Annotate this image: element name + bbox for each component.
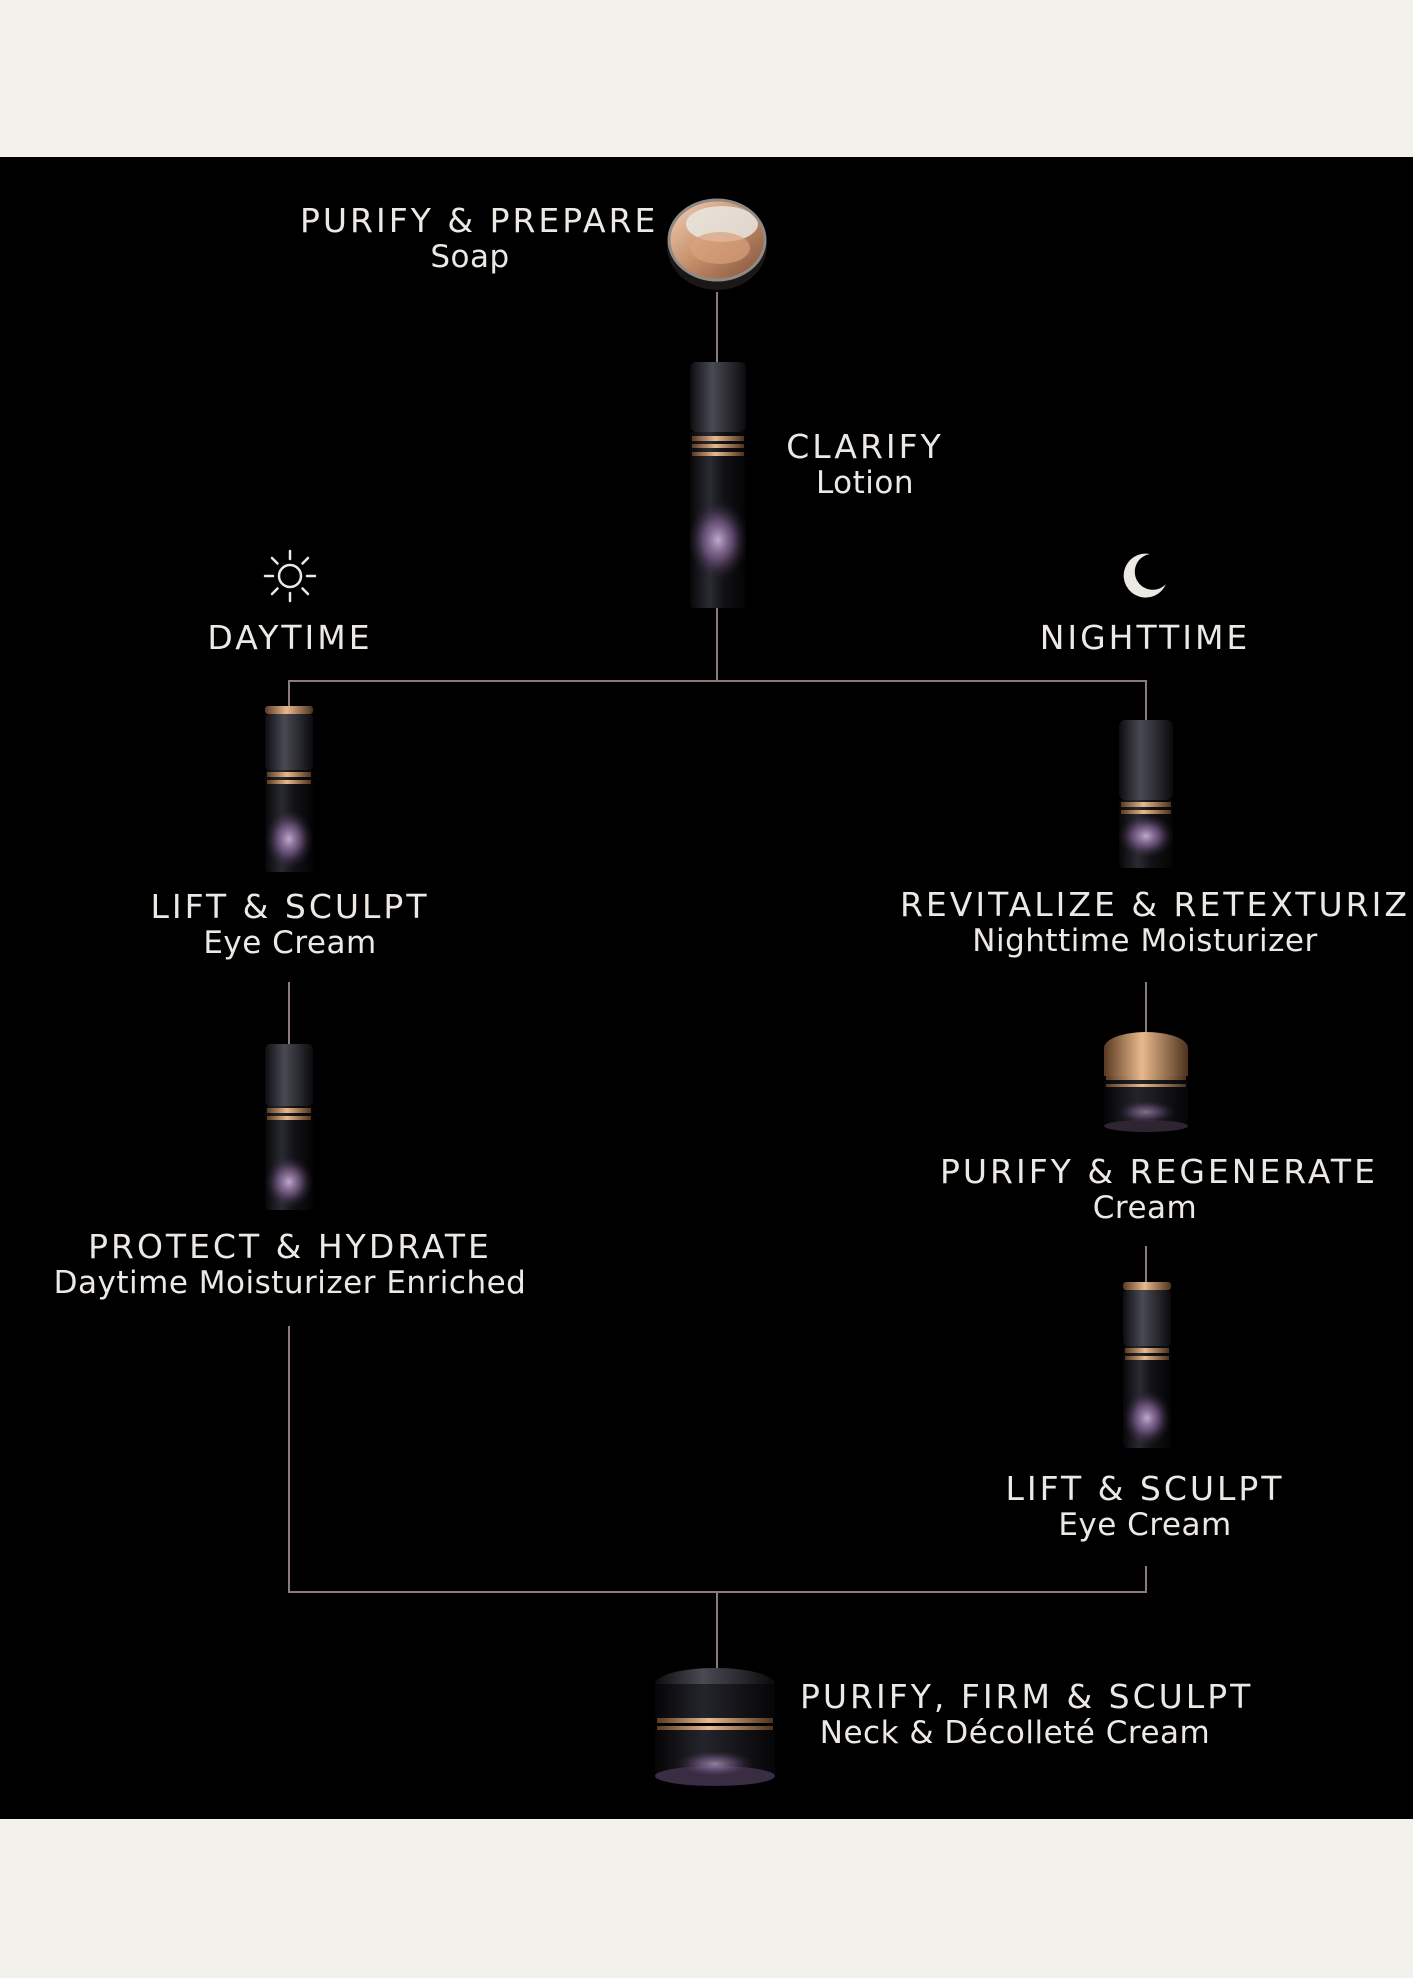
nighttime-label: NIGHTTIME (1039, 618, 1251, 657)
daytime-label: DAYTIME (207, 618, 373, 657)
connector-lotion-split (716, 606, 718, 682)
step-night-moisturizer-product: Nighttime Moisturizer (972, 922, 1318, 959)
sun-icon (262, 548, 318, 604)
step-night-moisturizer: REVITALIZE & RETEXTURIZE Nighttime Moist… (900, 885, 1413, 960)
step-soap-product: Soap (430, 238, 510, 275)
night-eye-cream-image (1120, 1280, 1174, 1450)
neck-cream-jar-image (650, 1664, 780, 1788)
step-day-eye: LIFT & SCULPT Eye Cream (140, 888, 440, 962)
connector-top-branch (288, 680, 1147, 682)
step-soap: PURIFY & PREPARE Soap (300, 201, 659, 276)
step-neck-product: Neck & Décolleté Cream (819, 1714, 1211, 1751)
step-soap-heading: PURIFY & PREPARE (300, 201, 659, 240)
soap-dish-image (662, 188, 772, 298)
night-moisturizer-image (1116, 718, 1176, 870)
step-night-cream-product: Cream (1092, 1189, 1198, 1226)
step-night-cream: PURIFY & REGENERATE Cream (940, 1152, 1378, 1227)
step-lotion: CLARIFY Lotion (760, 428, 970, 502)
moon-icon (1120, 550, 1170, 600)
step-day-eye-heading: LIFT & SCULPT (150, 887, 430, 926)
connector-soap-lotion (716, 292, 718, 364)
step-night-eye-product: Eye Cream (1058, 1506, 1232, 1543)
day-moisturizer-image (262, 1042, 316, 1212)
lotion-bottle-image (686, 360, 750, 610)
step-day-moisturizer-heading: PROTECT & HYDRATE (88, 1227, 492, 1266)
connector-night-moist-cream (1145, 982, 1147, 1032)
connector-night-down (1145, 680, 1147, 720)
step-night-eye-heading: LIFT & SCULPT (1005, 1469, 1285, 1508)
step-day-eye-product: Eye Cream (203, 924, 377, 961)
connector-day-eye-moist (288, 982, 290, 1044)
day-eye-cream-image (262, 704, 316, 874)
connector-night-bottom (1145, 1566, 1147, 1593)
step-neck-heading: PURIFY, FIRM & SCULPT (800, 1677, 1254, 1716)
night-cream-jar-image (1100, 1028, 1192, 1132)
step-night-eye: LIFT & SCULPT Eye Cream (990, 1470, 1300, 1544)
connector-to-neck (716, 1591, 718, 1671)
step-lotion-product: Lotion (815, 464, 915, 501)
step-neck: PURIFY, FIRM & SCULPT Neck & Décolleté C… (800, 1677, 1254, 1752)
connector-night-cream-eye (1145, 1246, 1147, 1282)
step-day-moisturizer-product: Daytime Moisturizer Enriched (53, 1264, 527, 1301)
step-lotion-heading: CLARIFY (786, 427, 944, 466)
connector-day-down (288, 680, 290, 708)
step-day-moisturizer: PROTECT & HYDRATE Daytime Moisturizer En… (40, 1228, 540, 1302)
step-night-cream-heading: PURIFY & REGENERATE (940, 1152, 1378, 1191)
connector-day-bottom (288, 1326, 290, 1593)
step-night-moisturizer-heading: REVITALIZE & RETEXTURIZE (900, 885, 1413, 924)
